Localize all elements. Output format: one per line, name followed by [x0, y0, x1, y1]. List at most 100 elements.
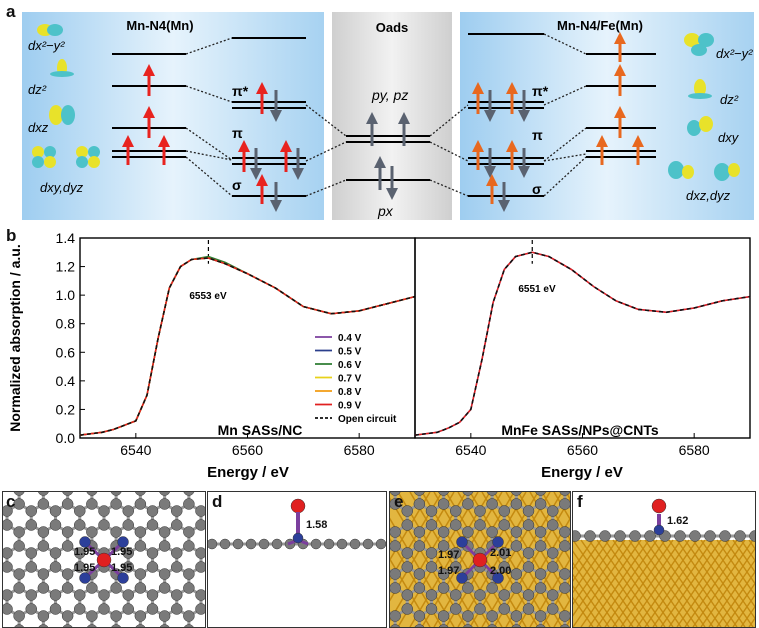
atom: [117, 572, 129, 584]
atom: [122, 561, 134, 573]
atom: [546, 603, 559, 615]
atom: [462, 624, 473, 627]
atom: [546, 547, 559, 559]
atom: [170, 561, 183, 573]
label-right-dxz-dyz: dxz,dyz: [686, 188, 731, 203]
atom: [183, 568, 195, 580]
bond-length-label: 1.95: [111, 546, 132, 558]
atom: [170, 603, 183, 615]
atom: [25, 547, 38, 559]
y-tick-label: 0.6: [56, 344, 76, 360]
atom: [62, 492, 74, 496]
atom: [401, 519, 414, 531]
atom: [522, 519, 535, 531]
atom: [734, 530, 746, 542]
atom: [86, 498, 98, 510]
atom: [110, 492, 122, 496]
atom: [510, 526, 523, 538]
atom: [13, 526, 25, 538]
lattice-line: [724, 582, 755, 627]
atom: [146, 603, 159, 615]
atom: [74, 561, 86, 573]
x-axis-label-right: Energy / eV: [541, 464, 623, 481]
atom: [146, 519, 159, 531]
atom: [110, 526, 122, 538]
atom: [472, 552, 488, 568]
atom: [195, 603, 205, 615]
label-dxz: dxz: [28, 120, 49, 135]
atom: [390, 540, 401, 552]
atom: [390, 610, 401, 622]
atom: [522, 603, 535, 615]
atom: [79, 536, 91, 548]
atom: [450, 561, 462, 573]
atom: [462, 498, 474, 510]
label-dx2y2: dx²−y²: [28, 38, 65, 53]
atom: [336, 538, 348, 550]
atom: [183, 498, 195, 510]
atom: [559, 498, 570, 510]
atom: [146, 589, 159, 601]
bond-length-label: 2.00: [490, 565, 511, 577]
atom: [37, 582, 50, 594]
x-tick-label: 6540: [120, 442, 151, 458]
lattice-line: [553, 492, 570, 521]
sample-name-left: Mn SASs/NC: [218, 422, 303, 438]
atom: [559, 526, 570, 538]
atom: [245, 538, 257, 550]
atom: [486, 610, 498, 622]
lattice-line: [732, 593, 755, 627]
atom: [599, 530, 611, 542]
atom: [49, 589, 62, 601]
plot-frame: [79, 237, 416, 439]
atom: [425, 589, 438, 601]
lattice-line: [740, 539, 755, 562]
atom: [3, 603, 13, 615]
atom: [98, 519, 110, 531]
lattice-line: [390, 492, 431, 561]
atom: [486, 526, 498, 538]
orbital-right-dx2y2-icon: [684, 33, 714, 56]
atom: [86, 624, 97, 627]
atom: [413, 568, 426, 580]
atom: [170, 547, 183, 559]
atom: [390, 498, 401, 510]
atom: [535, 492, 547, 496]
series-line: [79, 257, 416, 436]
bond-length-label: 1.62: [667, 515, 688, 527]
atom: [486, 492, 498, 496]
atom: [390, 526, 401, 538]
atom: [183, 492, 195, 496]
atom: [462, 582, 474, 594]
label-sigma-left: σ: [232, 177, 242, 193]
atom: [158, 582, 171, 594]
atom: [437, 568, 450, 580]
bond-length-label: 1.95: [111, 562, 132, 574]
atom: [437, 526, 450, 538]
atom: [546, 561, 559, 573]
atom: [362, 538, 374, 550]
atom: [522, 561, 535, 573]
atom: [61, 540, 74, 552]
left-mo-electrons: [238, 82, 304, 212]
orbital-right-dxz-icon: [668, 161, 694, 179]
atom: [510, 540, 523, 552]
orbital-dz2-icon: [50, 59, 74, 77]
y-axis-label: Normalized absorption / a.u.: [7, 244, 23, 431]
x-tick-label: 6580: [679, 442, 710, 458]
atom: [450, 547, 462, 559]
atom: [450, 505, 462, 517]
lattice-line: [390, 492, 455, 602]
atom: [146, 561, 159, 573]
atom: [13, 582, 25, 594]
atom: [510, 610, 523, 622]
atom: [13, 498, 25, 510]
atom: [522, 589, 535, 601]
series-line: [79, 257, 416, 436]
atom: [13, 610, 25, 622]
label-right-dz2: dz²: [720, 92, 739, 107]
atom: [62, 624, 73, 627]
atom: [629, 530, 641, 542]
atom: [195, 589, 205, 601]
atom: [534, 540, 547, 552]
